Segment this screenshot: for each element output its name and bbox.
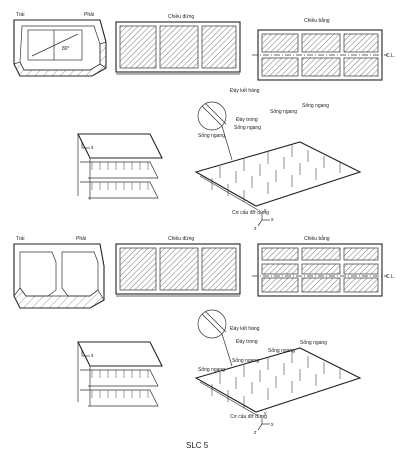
bottom-label-bay-ket-hang: Đáy kết hàng [230, 326, 260, 332]
bottom-label-co-cau-do-dung: Cơ cấu đỡ đứng [230, 414, 267, 420]
top-axis-x: x [271, 217, 274, 223]
top-label-song-ngang-1: Sống ngang [198, 133, 225, 139]
top-cross-section: Trái Phải 80° [13, 12, 107, 77]
top-label-song-ngang-2: Sống ngang [234, 125, 261, 131]
bottom-small-perspective: x [77, 341, 163, 407]
top-elevation-title: Chiều đứng [168, 14, 194, 20]
top-axis-y: y [264, 208, 267, 214]
bottom-label-song-ngang-4: Sống ngang [300, 340, 327, 346]
top-section-right-label: Phải [84, 12, 94, 18]
bottom-detail-perspective: Đáy kết hàng Đáy trong Sống ngang Sống n… [194, 309, 362, 436]
top-detail-perspective: Đáy kết hàng Đáy trong Sống ngang Sống n… [194, 88, 362, 232]
top-label-co-cau-do-dung: Cơ cấu đỡ đứng [232, 210, 269, 216]
bottom-axis-x: x [271, 422, 274, 428]
bottom-axis-z: z [254, 430, 257, 436]
top-small-axis-x: x [91, 145, 94, 151]
bottom-plan-title: Chiều bằng [304, 235, 330, 242]
bottom-section-left-label: Trái [16, 236, 24, 242]
top-label-bay-ket-hang: Đáy kết hàng [230, 88, 260, 94]
bottom-label-song-ngang-2: Sống ngang [232, 358, 259, 364]
bottom-label-day-trong: Đáy trong [236, 339, 258, 345]
bottom-label-song-ngang-3: Sống ngang [268, 348, 295, 354]
top-label-day-trong: Đáy trong [236, 117, 258, 123]
bottom-axis-y: y [264, 411, 267, 417]
top-centerline-label: C.L. [386, 53, 395, 59]
bottom-plan-view: Chiều bằng C.L. [252, 235, 395, 297]
top-axis-z: z [254, 226, 257, 232]
bottom-centerline-label: C.L. [386, 274, 395, 280]
bottom-label-song-ngang-1: Sống ngang [198, 367, 225, 373]
top-section-angle-label: 80° [62, 46, 70, 52]
top-elevation-view: Chiều đứng [115, 14, 241, 75]
figure-caption: SLC 5 [186, 441, 209, 450]
bottom-cross-section: Trái Phải [13, 236, 105, 309]
bottom-section-right-label: Phải [76, 236, 86, 242]
top-section-left-label: Trái [16, 12, 24, 18]
top-plan-view: Chiều bằng C.L. [252, 17, 395, 81]
top-small-perspective: x [77, 133, 163, 200]
top-plan-title: Chiều bằng [304, 17, 330, 24]
top-label-song-ngang-4: Sống ngang [302, 103, 329, 109]
bottom-small-axis-x: x [91, 353, 94, 359]
bottom-elevation-view: Chiều đứng [115, 236, 241, 297]
bottom-elevation-title: Chiều đứng [168, 236, 194, 242]
top-label-song-ngang-3: Sống ngang [270, 109, 297, 115]
